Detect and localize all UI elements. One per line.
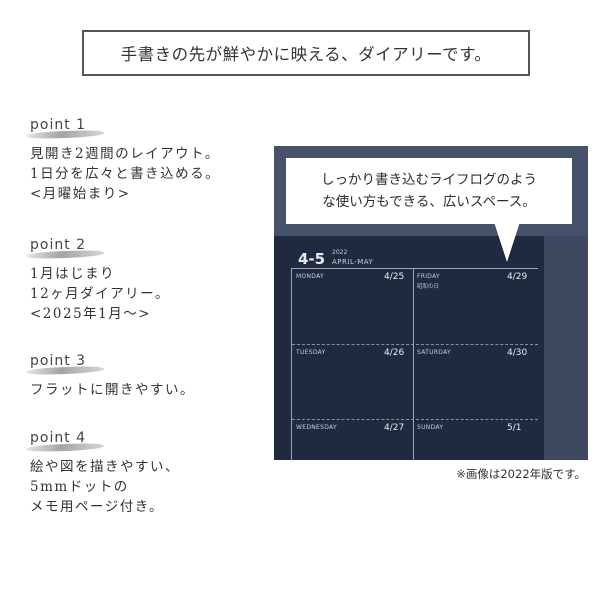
diary-page-edge — [544, 236, 588, 460]
grid-row-line — [292, 344, 538, 345]
point-4: point 4 絵や図を描きやすい、 5mmドットの メモ用ページ付き。 — [25, 427, 180, 517]
point-1-line-3: <月曜始まり> — [30, 186, 131, 202]
day-date: 4/25 — [384, 272, 405, 282]
diary-page — [274, 236, 544, 460]
bubble-line-1: しっかり書き込むライフログのよう — [321, 172, 537, 188]
diary-grid: MONDAY 4/25 FRIDAY 4/29 昭和の日 TUESDAY 4/2… — [291, 268, 538, 460]
diary-months: APRIL-MAY — [332, 258, 374, 266]
day-name: WEDNESDAY — [296, 424, 337, 431]
point-3-text: フラットに開きやすい。 — [30, 380, 195, 400]
grid-row-line — [292, 419, 538, 420]
point-1-line-1: 見開き2週間のレイアウト。 — [30, 146, 220, 162]
image-caption: ※画像は2022年版です。 — [456, 467, 586, 481]
headline-text: 手書きの先が鮮やかに映える、ダイアリーです。 — [120, 45, 492, 64]
point-2: point 2 1月はじまり 12ヶ月ダイアリー。 <2025年1月〜> — [25, 234, 170, 324]
point-2-text: 1月はじまり 12ヶ月ダイアリー。 <2025年1月〜> — [30, 264, 170, 324]
diary-year: 2022 — [332, 249, 348, 256]
day-date: 4/26 — [384, 348, 405, 358]
headline-box: 手書きの先が鮮やかに映える、ダイアリーです。 — [82, 30, 530, 76]
day-name: SUNDAY — [417, 424, 444, 431]
point-3-title: point 3 — [25, 353, 105, 376]
day-date: 4/30 — [507, 348, 528, 358]
day-name: SATURDAY — [417, 349, 452, 356]
bubble-line-2: な使い方もできる、広いスペース。 — [322, 194, 536, 210]
point-4-line-2: 5mmドットの — [30, 479, 129, 495]
point-2-line-3: <2025年1月〜> — [30, 306, 152, 322]
diary-date-range: 4-5 — [298, 250, 326, 268]
point-2-line-1: 1月はじまり — [30, 266, 116, 282]
point-2-line-2: 12ヶ月ダイアリー。 — [30, 286, 171, 302]
point-4-title-text: point 4 — [30, 430, 87, 446]
day-name: MONDAY — [296, 273, 325, 280]
point-3-line-1: フラットに開きやすい。 — [30, 382, 195, 398]
point-1-text: 見開き2週間のレイアウト。 1日分を広々と書き込める。 <月曜始まり> — [30, 144, 220, 204]
point-2-title-text: point 2 — [30, 237, 87, 253]
day-date: 4/27 — [384, 423, 405, 433]
point-4-title: point 4 — [25, 430, 105, 453]
point-1-title: point 1 — [25, 117, 105, 140]
point-3-title-text: point 3 — [30, 353, 87, 369]
speech-bubble: しっかり書き込むライフログのよう な使い方もできる、広いスペース。 — [286, 158, 572, 224]
point-1-line-2: 1日分を広々と書き込める。 — [30, 166, 221, 182]
point-4-line-3: メモ用ページ付き。 — [30, 499, 165, 515]
point-4-line-1: 絵や図を描きやすい、 — [30, 459, 180, 475]
day-name: FRIDAY — [417, 273, 441, 280]
holiday-note: 昭和の日 — [417, 284, 440, 290]
point-4-text: 絵や図を描きやすい、 5mmドットの メモ用ページ付き。 — [30, 457, 180, 517]
point-1: point 1 見開き2週間のレイアウト。 1日分を広々と書き込める。 <月曜始… — [25, 114, 220, 204]
point-3: point 3 フラットに開きやすい。 — [25, 350, 195, 400]
point-1-title-text: point 1 — [30, 117, 87, 133]
grid-divider — [413, 269, 414, 460]
day-name: TUESDAY — [296, 349, 326, 356]
day-date: 5/1 — [507, 423, 522, 433]
day-date: 4/29 — [507, 272, 528, 282]
speech-bubble-tail — [494, 222, 520, 262]
point-2-title: point 2 — [25, 237, 105, 260]
